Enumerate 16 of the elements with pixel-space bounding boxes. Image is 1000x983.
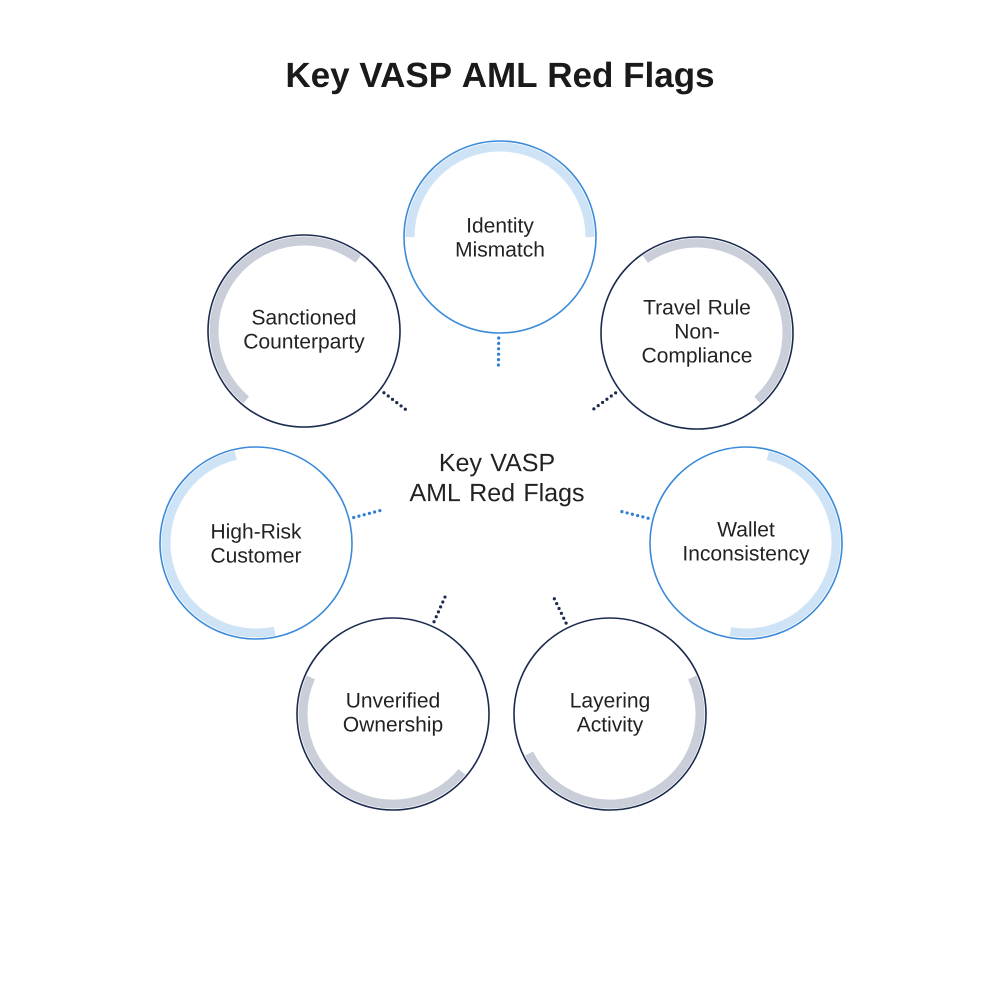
circle-node: Unverified Ownership — [296, 617, 490, 811]
circle-node: Wallet Inconsistency — [649, 446, 843, 640]
hub-label: Key VASP AML Red Flags — [410, 454, 584, 506]
dotted-connector — [620, 510, 650, 520]
title: Key VASP AML Red Flags — [288, 62, 714, 94]
circle-node: Sanctioned Counterparty — [207, 234, 401, 428]
dotted-connector — [496, 336, 500, 367]
circle-node: Layering Activity — [513, 617, 707, 811]
dotted-connector — [382, 391, 407, 411]
circle-node: Travel Rule Non-Compliance — [600, 236, 794, 430]
dotted-connector — [432, 595, 447, 624]
dotted-connector — [352, 509, 382, 520]
dotted-connector — [552, 597, 568, 625]
circle-node: High-Risk Customer — [159, 446, 353, 640]
circle-node: Identity Mismatch — [403, 140, 597, 334]
dotted-connector — [592, 391, 618, 410]
